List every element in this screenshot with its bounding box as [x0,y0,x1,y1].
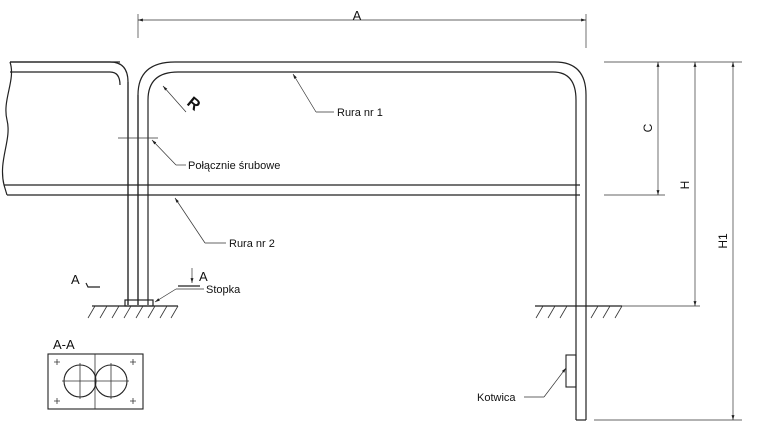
section-title: A-A [53,337,75,352]
radius-label: R [183,94,203,115]
leader-pipe-2 [174,197,226,244]
pipe-2-bend [10,61,129,305]
leader-pipe-1 [292,73,334,113]
pipe-break-outline [1,61,13,196]
label-anchor: Kotwica [477,392,516,404]
pipe-2-rail [4,61,580,196]
dimension-c-label: C [641,123,655,132]
label-base-plate: Stopka [206,284,241,296]
dimension-h1-label: H1 [716,233,730,249]
dimension-a [137,14,587,48]
label-bolted-joint: Połącznie śrubowe [188,160,280,172]
base-plate [92,299,178,307]
dimension-h-label: H [678,181,692,190]
leader-anchor [524,367,567,398]
radius-leader [162,85,187,113]
leader-bolted-joint [151,139,186,166]
dimension-a-label: A [353,8,362,23]
label-pipe-1: Rura nr 1 [337,107,383,119]
section-detail [47,353,144,410]
ground-hatch-right [535,305,623,319]
left-post [127,82,139,305]
section-cut-left [85,282,100,288]
pipe-1-arch [137,61,587,421]
leader-base-plate [154,288,204,303]
section-mark-right: A [199,269,208,284]
label-pipe-2: Rura nr 2 [229,238,275,250]
ground-hatch-left [87,305,179,319]
section-mark-left: A [71,272,80,287]
extension-lines [594,61,742,421]
anchor-plate [565,354,577,388]
